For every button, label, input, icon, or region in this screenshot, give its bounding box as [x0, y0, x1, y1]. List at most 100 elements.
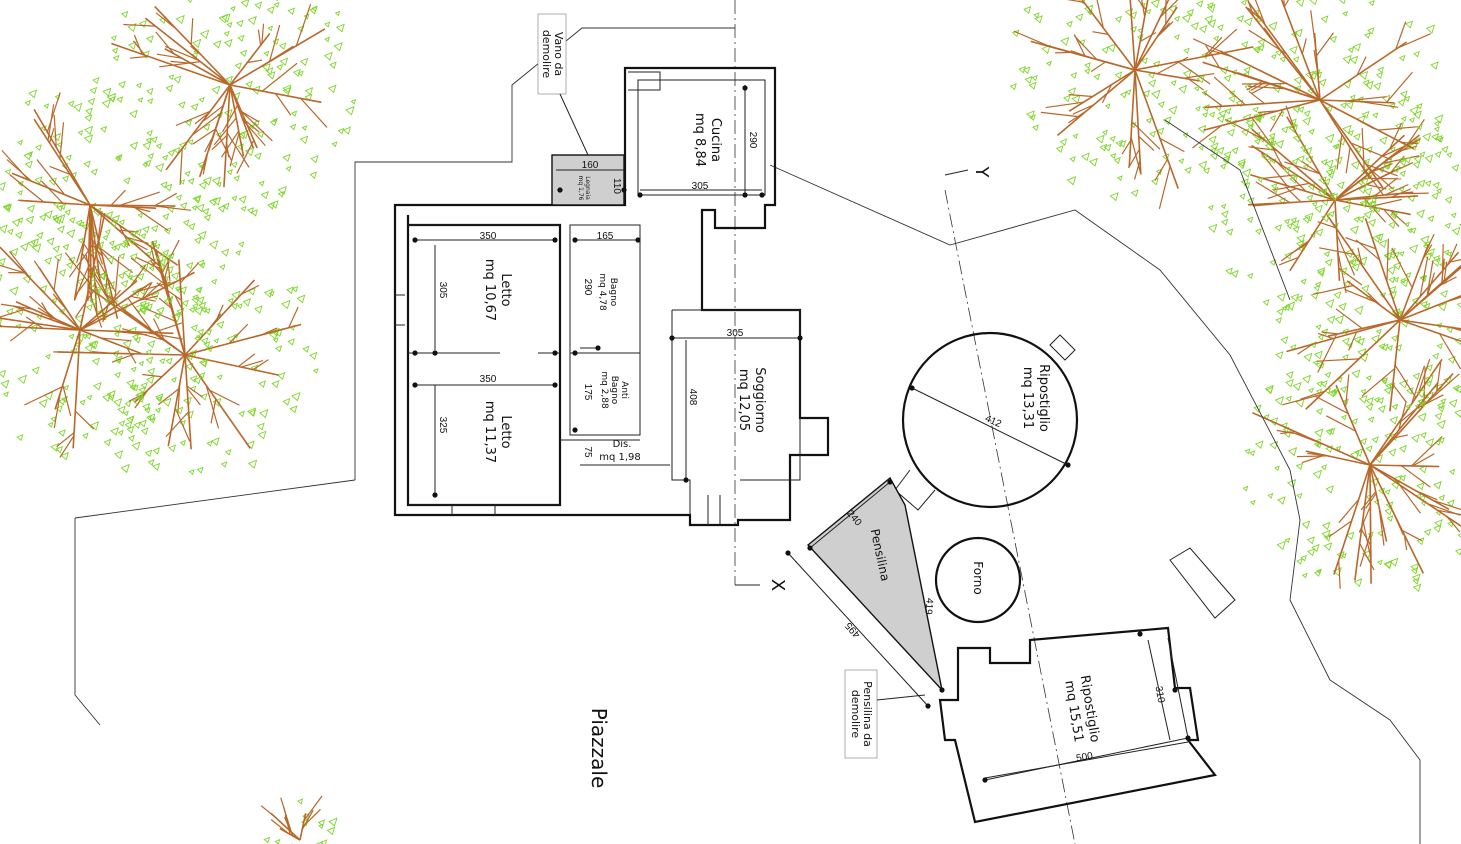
dimension-dot: [669, 335, 675, 341]
dimension-dot: [572, 427, 578, 433]
dimension-dot: [939, 687, 945, 693]
dim-ripostiglio1-d: 412: [983, 413, 1003, 430]
room-labels: Cucina mq 8,84 Letto mq 10,67 Letto mq 1…: [482, 113, 1102, 788]
dimension-dot: [432, 492, 438, 498]
ripostiglio1-area: mq 13,31: [1020, 367, 1035, 429]
dimension-dot: [412, 237, 418, 243]
forno-name: Forno: [971, 561, 985, 595]
tree: [0, 76, 226, 328]
annotation-vano: Vano da demolire: [537, 13, 589, 156]
dimension-dot: [909, 385, 915, 391]
tree: [260, 795, 338, 844]
dimension-dot: [552, 237, 558, 243]
dimension-dot: [742, 192, 748, 198]
dimension-labels: 160 110 290 305 350 305 165 290 305 408 …: [437, 132, 1166, 765]
dim-cucina-w: 305: [692, 181, 709, 192]
dim-letto2-w: 350: [480, 374, 497, 385]
dim-letto2-h: 325: [437, 417, 448, 434]
dim-bagno-h: 290: [582, 279, 593, 296]
dimension-dot: [595, 345, 601, 351]
tree: [1192, 0, 1443, 229]
annotation-pensilina: Pensilina da demolire: [844, 669, 926, 759]
cucina-name: Cucina: [708, 118, 723, 162]
dimension-dot: [412, 382, 418, 388]
legnaia-name: Legnaia: [584, 176, 591, 200]
forno: [934, 536, 1022, 624]
letto2-area: mq 11,37: [482, 401, 497, 463]
pensilina-shape: [806, 476, 944, 693]
dimension-dot: [797, 335, 803, 341]
dis-area: mq 1,98: [599, 452, 641, 463]
section-axes: [734, 0, 1076, 844]
dim-ripostiglio2-w: 500: [1075, 751, 1094, 765]
dimension-dot: [807, 545, 813, 551]
dimension-dot: [552, 382, 558, 388]
dimension-dot: [1185, 735, 1191, 741]
dimension-dot: [635, 237, 641, 243]
dimension-dot: [637, 192, 643, 198]
dimension-dot: [925, 703, 931, 709]
building-walls: [393, 66, 830, 527]
dim-ripostiglio2-h: 310: [1153, 685, 1167, 704]
dimension-dot: [432, 350, 438, 356]
dimension-dot: [572, 350, 578, 356]
dimension-dot: [742, 85, 748, 91]
letto1-name: Letto: [498, 273, 513, 306]
dis-name: Dis.: [613, 439, 632, 450]
vano-line2: demolire: [540, 30, 553, 79]
axis-x-label: X: [767, 579, 788, 591]
antibagno-line1: Anti: [619, 381, 629, 399]
site-boundary: [74, 27, 1421, 844]
dim-legnaia-w: 160: [582, 160, 599, 171]
dim-antibagno-h: 175: [582, 384, 593, 401]
dimension-dot: [982, 777, 988, 783]
bagno-name: Bagno: [608, 278, 618, 307]
piazzale-name: Piazzale: [587, 708, 611, 789]
dimension-dots: [412, 85, 1191, 783]
dim-legnaia-h: 110: [611, 178, 622, 194]
dimension-dot: [1065, 462, 1071, 468]
antibagno-area: mq 2,88: [599, 371, 609, 409]
ripostiglio1-name: Ripostiglio: [1036, 364, 1051, 432]
dim-soggiorno-w: 305: [727, 328, 744, 339]
bagno-area: mq 4,78: [597, 273, 607, 311]
vano-line1: Vano da: [552, 32, 565, 76]
dimension-dot: [759, 192, 765, 198]
dimension-dot: [572, 237, 578, 243]
antibagno-line2: Bagno: [609, 376, 619, 405]
pensilina-demolire-line1: Pensilina da: [861, 681, 874, 747]
ripostiglio-round: [901, 331, 1079, 509]
dim-dis-h: 75: [582, 446, 593, 458]
dim-pensilina-diag: 495: [843, 619, 863, 639]
pensilina-demolire-line2: demolire: [849, 690, 862, 739]
dimension-dot: [1137, 631, 1143, 637]
legnaia-area: mq 1,76: [577, 176, 584, 201]
dimension-dot: [412, 350, 418, 356]
dimension-dot: [887, 479, 893, 485]
soggiorno-area: mq 12,05: [736, 369, 751, 431]
dimension-dot: [683, 477, 689, 483]
letto2-name: Letto: [498, 415, 513, 448]
tree: [1275, 196, 1461, 453]
letto1-area: mq 10,67: [482, 259, 497, 321]
tree: [101, 0, 357, 217]
dimension-dot: [785, 550, 791, 556]
dim-bagno-w: 165: [597, 231, 614, 242]
axis-y-label: Y: [971, 166, 992, 179]
dim-soggiorno-h: 408: [687, 389, 698, 406]
dim-pensilina-side: 419: [922, 597, 934, 615]
soggiorno-name: Soggiorno: [752, 367, 767, 433]
cucina-area: mq 8,84: [692, 113, 707, 167]
dimension-dot: [1172, 687, 1178, 693]
dim-letto1-w: 350: [480, 231, 497, 242]
dimension-dot: [621, 187, 627, 193]
dimension-lines: [415, 85, 1189, 779]
tree: [1242, 334, 1461, 592]
tree: [0, 201, 214, 461]
dimension-dot: [557, 187, 563, 193]
dim-letto1-h: 305: [437, 282, 448, 299]
dim-cucina-h: 290: [747, 132, 758, 149]
dimension-dot: [552, 350, 558, 356]
